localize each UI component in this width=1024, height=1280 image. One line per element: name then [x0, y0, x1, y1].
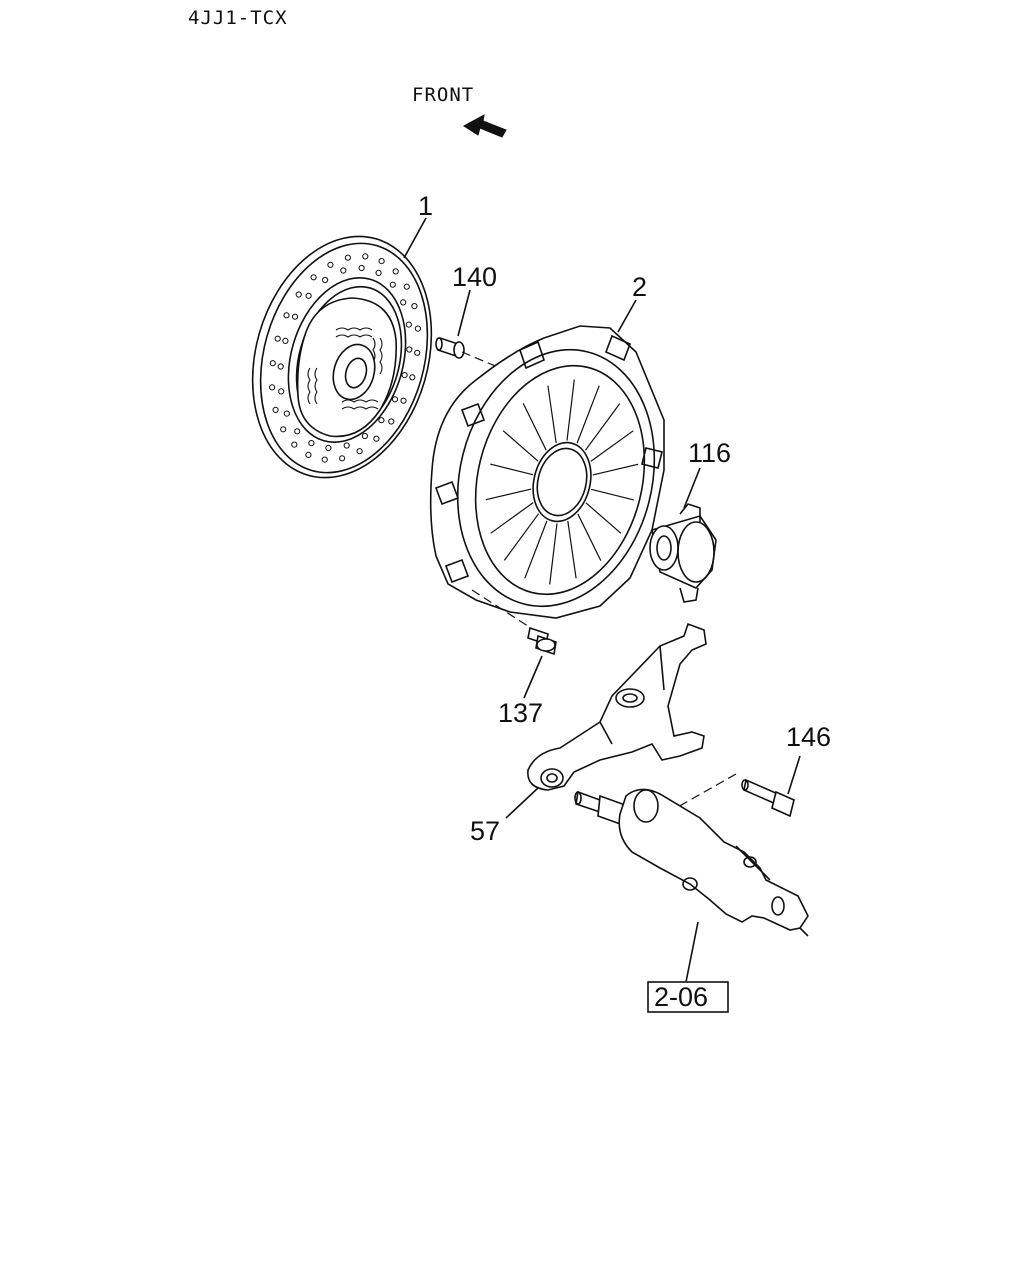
rivet [361, 432, 368, 440]
rivet [358, 264, 365, 272]
rivet [295, 291, 302, 298]
disc-rivets [269, 253, 421, 463]
front-arrow-icon [463, 114, 507, 138]
clutch-disc [251, 235, 433, 479]
rivet [310, 274, 317, 281]
rivet [403, 283, 410, 290]
slave-cylinder [574, 788, 809, 937]
rivet [405, 321, 412, 328]
rivet [282, 337, 289, 344]
bolt-137 [471, 589, 557, 656]
rivet [414, 349, 421, 356]
rivet [375, 269, 382, 276]
rivet [280, 426, 287, 433]
callout-140: 140 [452, 262, 497, 292]
callout-146: 146 [786, 722, 831, 752]
diaphragm-finger [590, 430, 634, 462]
rivet [409, 374, 416, 381]
rivet [269, 360, 276, 367]
diaphragm-finger [547, 385, 557, 444]
rivet [283, 410, 290, 417]
diaphragm-finger [585, 502, 622, 534]
callout-2: 2 [632, 272, 647, 302]
callout-2-06: 2-06 [654, 982, 708, 1012]
callout-leader-140 [457, 289, 471, 337]
rivet [274, 335, 281, 342]
release-bearing [649, 503, 717, 603]
rivet [294, 428, 301, 435]
rivet [277, 363, 284, 370]
rivet [269, 384, 276, 391]
callout-leader-2-06 [685, 921, 699, 983]
diaphragm-finger [584, 403, 621, 451]
diaphragm-finger [490, 463, 534, 476]
rivet [373, 435, 380, 442]
rivet [401, 372, 408, 379]
rivet [391, 396, 399, 403]
diaphragm-finger [490, 502, 534, 534]
rivet [378, 417, 385, 424]
diaphragm-finger [485, 488, 532, 501]
callout-leader-137 [523, 655, 543, 699]
reference-box [647, 981, 729, 1013]
release-fork [527, 622, 707, 791]
diaphragm-fingers [485, 379, 639, 585]
diaphragm-finger [524, 520, 548, 579]
rivet [388, 418, 395, 425]
callout-leader-116 [683, 467, 701, 509]
rivet [400, 299, 407, 306]
diaphragm-finger [502, 430, 539, 462]
rivet [283, 312, 290, 319]
callout-leader-1 [403, 217, 427, 259]
callout-1: 1 [418, 191, 433, 221]
damper-springs [307, 327, 383, 410]
rivet [389, 281, 396, 288]
diaphragm-finger [522, 403, 547, 451]
rivet [356, 448, 363, 455]
rivet [411, 303, 418, 310]
diaphragm-finger [592, 463, 639, 476]
diaphragm-finger [503, 513, 540, 561]
rivet [305, 292, 312, 299]
diaphragm-finger [577, 513, 602, 561]
model-code: 4JJ1-TCX [188, 7, 288, 29]
diaphragm-finger [576, 385, 600, 444]
bolt-146 [675, 773, 795, 818]
front-label: FRONT [412, 84, 474, 106]
pin-guide-line [461, 351, 501, 369]
pilot-pin [435, 336, 465, 359]
rivet [339, 455, 346, 462]
callout-57: 57 [470, 816, 500, 846]
rivet [344, 254, 351, 261]
callout-116: 116 [688, 438, 731, 468]
rivet [362, 253, 369, 260]
diaphragm-finger [590, 488, 634, 501]
pressure-plate [429, 325, 665, 619]
rivet [414, 325, 421, 332]
rivet [278, 388, 285, 395]
rivet [322, 276, 329, 284]
callout-leader-57 [505, 787, 539, 819]
rivet [392, 268, 399, 275]
rivet [291, 441, 298, 448]
rivet [291, 313, 299, 320]
callout-leader-2 [617, 299, 637, 333]
rivet [327, 261, 334, 268]
rivet [325, 444, 332, 452]
rivet [272, 406, 279, 413]
rivet [378, 258, 385, 265]
rivet [340, 267, 347, 274]
rivet [406, 346, 413, 353]
diaphragm-finger [549, 523, 558, 585]
diaphragm-finger [567, 520, 577, 579]
rivet [321, 456, 328, 463]
diaphragm-finger [566, 379, 575, 441]
callout-137: 137 [498, 698, 543, 728]
rivet [400, 397, 407, 404]
callout-leader-146 [787, 755, 801, 795]
rivet [343, 442, 350, 449]
rivet [308, 440, 315, 447]
rivet [305, 451, 312, 458]
